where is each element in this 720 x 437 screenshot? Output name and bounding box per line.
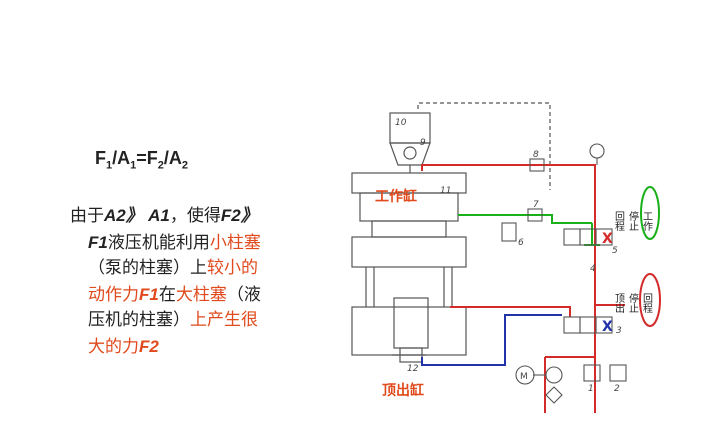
text: 压机的柱塞） bbox=[88, 310, 190, 330]
highlight-force: 动作力 bbox=[88, 284, 139, 305]
ejector-cylinder-body bbox=[393, 297, 429, 349]
label-8: 8 bbox=[533, 150, 539, 160]
dir-valve-3-right bbox=[595, 316, 613, 334]
label-motor: M bbox=[520, 372, 528, 382]
check-valve-7 bbox=[527, 208, 543, 222]
symbol-a2: A2 bbox=[104, 206, 126, 225]
para-line-6: 大的力F2 bbox=[70, 334, 320, 361]
symbol-f1: F1 bbox=[88, 232, 108, 252]
label-10: 10 bbox=[395, 118, 407, 128]
formula-slash: / bbox=[112, 148, 118, 168]
relief-valve-2 bbox=[609, 364, 627, 382]
text: 在 bbox=[158, 284, 176, 305]
label-work-cylinder: 工作缸 bbox=[375, 188, 417, 205]
highlight-small-plunger: 小柱塞 bbox=[209, 232, 261, 253]
text: （液 bbox=[226, 284, 261, 305]
formula-sub-2b: 2 bbox=[181, 159, 189, 172]
para-line-5: 压机的柱塞）上产生很 bbox=[70, 308, 320, 334]
label-ejector-cylinder: 顶出缸 bbox=[382, 382, 424, 399]
formula-sub-2: 2 bbox=[157, 159, 164, 172]
pressure-formula: F1/A1=F2/A2 bbox=[95, 148, 188, 172]
para-line-2: F1液压机能利用小柱塞 bbox=[70, 230, 320, 257]
highlight-ellipse-red bbox=[639, 273, 661, 327]
much-greater-sign: 》 bbox=[125, 206, 143, 225]
highlight-ellipse-green bbox=[640, 186, 660, 240]
formula-sub-1b: 1 bbox=[130, 159, 137, 172]
formula-f2: F bbox=[146, 148, 158, 168]
valve3-x-mark: X bbox=[602, 319, 613, 335]
label-9: 9 bbox=[420, 138, 426, 148]
label-lower-stop: 停止 bbox=[627, 292, 639, 313]
symbol-f1: F1 bbox=[139, 284, 159, 304]
drain-line-top bbox=[417, 102, 551, 190]
highlight-large-plunger: 大柱塞 bbox=[175, 284, 227, 305]
dir-valve-5-right bbox=[595, 228, 613, 246]
much-greater-sign: 》 bbox=[240, 206, 258, 225]
pump-symbol bbox=[545, 366, 563, 384]
formula-a1: A bbox=[117, 148, 131, 168]
formula-sub-1: 1 bbox=[106, 159, 113, 172]
hydraulic-press-diagram: X X 回程 停止 工作 顶出 停止 回程 10 9 8 11 7 6 5 4 … bbox=[351, 102, 661, 413]
filter-symbol bbox=[545, 386, 563, 404]
dir-valve-3-mid bbox=[579, 316, 597, 334]
dir-valve-5-mid bbox=[579, 228, 597, 246]
label-lower-return: 回程 bbox=[641, 293, 653, 313]
work-cylinder-plunger bbox=[371, 220, 447, 238]
dir-valve-3-left bbox=[563, 316, 581, 334]
relief-valve-1 bbox=[583, 364, 601, 382]
pressure-main-upper bbox=[421, 164, 596, 413]
work-return-line bbox=[458, 214, 592, 224]
highlight-large-force: 大的力 bbox=[88, 336, 139, 357]
ejector-return-line bbox=[421, 314, 562, 366]
label-lower-eject: 顶出 bbox=[613, 293, 625, 313]
moving-beam bbox=[351, 236, 467, 268]
label-3: 3 bbox=[616, 326, 622, 336]
check-valve-8 bbox=[529, 158, 545, 172]
para-line-1: 由于A2》 A1，使得F2》 bbox=[70, 203, 320, 230]
symbol-a1: A1 bbox=[148, 206, 170, 225]
text: 由于 bbox=[70, 206, 104, 226]
label-upper-work: 工作 bbox=[641, 211, 653, 231]
symbol-f2: F2 bbox=[139, 336, 159, 356]
formula-f1: F bbox=[95, 148, 106, 168]
relief-valve-6 bbox=[501, 222, 517, 242]
formula-slash-2: / bbox=[163, 148, 169, 168]
dir-valve-5-left bbox=[563, 228, 581, 246]
label-6: 6 bbox=[518, 238, 524, 248]
label-1: 1 bbox=[588, 384, 594, 394]
pressure-ejector-top bbox=[450, 306, 571, 317]
label-11: 11 bbox=[440, 186, 451, 196]
explanation-paragraph: 由于A2》 A1，使得F2》 F1液压机能利用小柱塞 （泵的柱塞）上较小的 动作… bbox=[70, 203, 320, 360]
text: （泵的柱塞）上 bbox=[88, 258, 207, 278]
label-upper-return: 回程 bbox=[613, 211, 625, 231]
label-upper-stop: 停止 bbox=[627, 210, 639, 231]
text: ，使得 bbox=[169, 206, 221, 226]
para-line-4: 动作力F1在大柱塞（液 bbox=[70, 282, 320, 309]
highlight-produce: 上产生很 bbox=[190, 310, 258, 330]
label-2: 2 bbox=[614, 384, 620, 394]
label-12: 12 bbox=[407, 364, 419, 374]
label-5: 5 bbox=[612, 246, 618, 256]
valves bbox=[501, 143, 627, 404]
symbol-f2: F2 bbox=[220, 206, 241, 225]
label-7: 7 bbox=[533, 200, 539, 210]
pressure-gauge bbox=[589, 143, 605, 159]
label-4: 4 bbox=[590, 264, 596, 274]
valve-9 bbox=[403, 146, 417, 160]
formula-equals: = bbox=[136, 148, 147, 168]
text: 液压机能利用 bbox=[107, 232, 210, 253]
highlight-small: 较小的 bbox=[207, 258, 258, 278]
valve5-x-mark: X bbox=[602, 231, 613, 247]
pressure-lines bbox=[421, 164, 625, 413]
para-line-3: （泵的柱塞）上较小的 bbox=[70, 256, 320, 282]
formula-a2: A bbox=[168, 148, 182, 168]
